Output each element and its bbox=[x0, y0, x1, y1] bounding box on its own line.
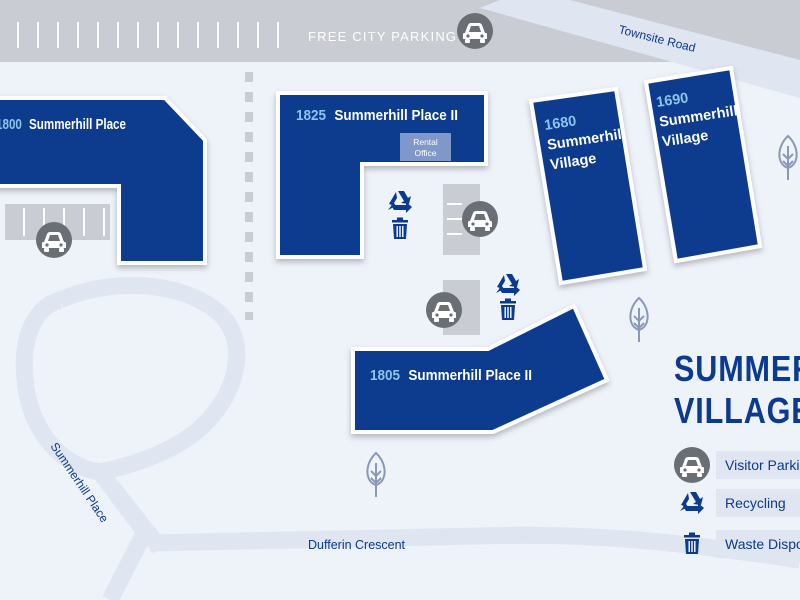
svg-text:1800 Summerhill Place: 1800 Summerhill Place bbox=[0, 116, 126, 133]
svg-text:1805 Summerhill Place II: 1805 Summerhill Place II bbox=[370, 368, 532, 384]
building-1800[interactable]: 1800 Summerhill Place bbox=[0, 96, 207, 265]
tree-icon-middle bbox=[629, 297, 649, 343]
visitor-parking-car-icon-lower[interactable] bbox=[426, 292, 462, 328]
tree-icon-right bbox=[778, 135, 798, 181]
recycle-icon-lower[interactable] bbox=[496, 274, 520, 296]
summerhill-place-road bbox=[56, 276, 246, 554]
svg-text:1825 Summerhill Place II: 1825 Summerhill Place II bbox=[296, 108, 458, 124]
svg-text:1680: 1680 bbox=[543, 113, 577, 134]
building-1800-number: 1800 bbox=[0, 116, 22, 133]
building-1680-name-line2: Village bbox=[549, 151, 597, 174]
building-1690-number: 1690 bbox=[655, 90, 689, 111]
summerhill-place-loop bbox=[15, 291, 102, 481]
site-title-line2: VILLAGE bbox=[674, 390, 800, 431]
free-city-parking-label: FREE CITY PARKING bbox=[308, 29, 457, 44]
legend-item-recycling: Recycling bbox=[716, 489, 800, 517]
building-1690-name-line2: Village bbox=[661, 128, 709, 151]
tree-icon-bottom bbox=[366, 452, 386, 498]
building-1825-name: Summerhill Place II bbox=[334, 108, 458, 124]
building-1690[interactable]: 1690 Summerhill Village bbox=[643, 65, 763, 264]
building-1805[interactable]: 1805 Summerhill Place II bbox=[351, 303, 610, 434]
trash-icon-upper[interactable] bbox=[392, 217, 408, 240]
building-1800-name: Summerhill Place bbox=[29, 116, 126, 133]
building-1680[interactable]: 1680 Summerhill Village bbox=[528, 86, 648, 286]
building-1825-number: 1825 bbox=[296, 108, 326, 124]
building-1805-name: Summerhill Place II bbox=[408, 368, 532, 384]
visitor-parking-car-icon-upper[interactable] bbox=[462, 201, 498, 237]
left-parking-lot bbox=[5, 204, 110, 240]
summerhill-place-road-lower bbox=[93, 466, 155, 600]
building-1805-number: 1805 bbox=[370, 368, 400, 384]
top-parking-car-icon bbox=[457, 13, 493, 49]
trash-icon-lower[interactable] bbox=[500, 298, 516, 321]
top-parking-stripes bbox=[17, 22, 279, 48]
site-title-line1: SUMMERHILL bbox=[674, 348, 800, 389]
rental-office-line1: Rental bbox=[413, 137, 438, 147]
legend-item-visitor-parking: Visitor Parking bbox=[716, 451, 800, 479]
building-1680-number: 1680 bbox=[543, 113, 577, 134]
rental-office-line2: Office bbox=[414, 148, 436, 158]
visitor-parking-car-icon-left[interactable] bbox=[36, 222, 72, 258]
dufferin-crescent-label: Dufferin Crescent bbox=[308, 538, 406, 552]
legend-trash-icon bbox=[684, 532, 700, 554]
rental-office[interactable]: Rental Office bbox=[400, 133, 451, 161]
legend-recycle-icon bbox=[680, 492, 704, 514]
center-parking-stripes-upper bbox=[447, 203, 462, 235]
recycle-icon-upper[interactable] bbox=[388, 191, 412, 213]
legend-item-waste-disposal: Waste Disposal bbox=[716, 530, 800, 558]
dufferin-crescent-road bbox=[149, 526, 800, 569]
legend-car-icon bbox=[674, 447, 710, 483]
svg-text:1690: 1690 bbox=[655, 90, 689, 111]
